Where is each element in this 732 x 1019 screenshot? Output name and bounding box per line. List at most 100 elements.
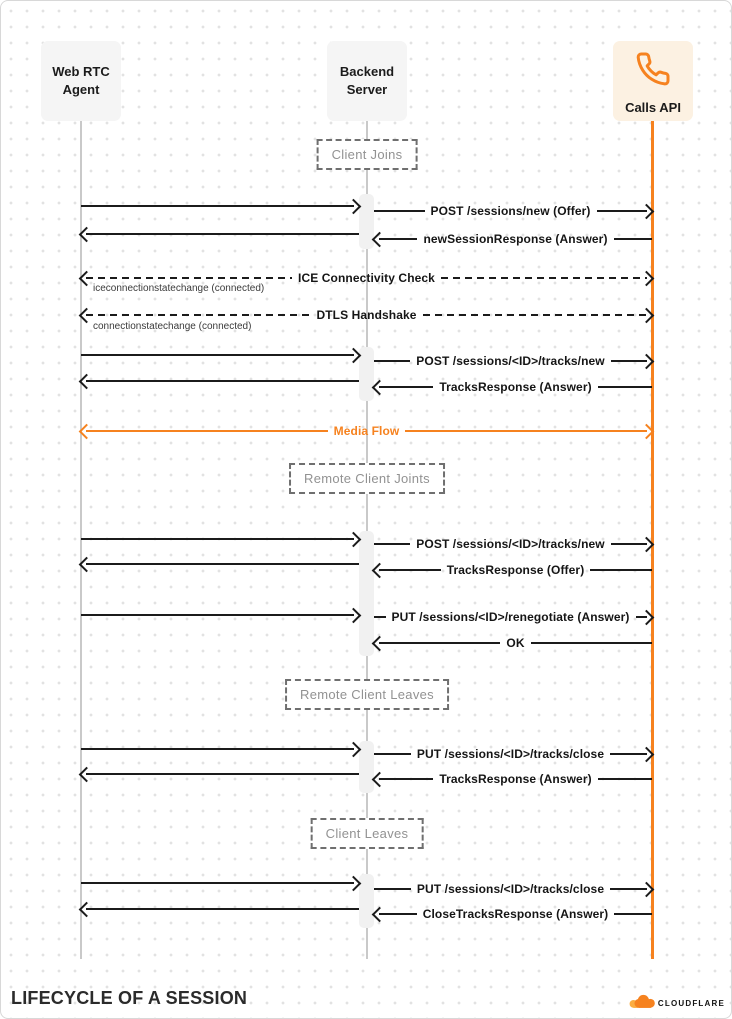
arrowhead-right-icon bbox=[345, 607, 362, 623]
arrow-client-to-backend-3 bbox=[81, 531, 362, 547]
arrowhead-left-icon bbox=[371, 771, 388, 787]
arrowhead-right-icon bbox=[345, 531, 362, 547]
arrowhead-right-icon bbox=[638, 270, 655, 286]
arrowhead-right-icon bbox=[345, 347, 362, 363]
message-line bbox=[81, 537, 354, 541]
arrowhead-right-icon bbox=[638, 423, 655, 439]
arrowhead-left-icon bbox=[371, 562, 388, 578]
arrowhead-right-icon bbox=[638, 203, 655, 219]
activation-bar bbox=[359, 347, 374, 401]
message-line bbox=[374, 359, 411, 363]
actor-label: Web RTC Agent bbox=[52, 64, 110, 97]
message-label: OK bbox=[506, 636, 525, 650]
message-line bbox=[613, 237, 652, 241]
message-tracks-response-answer-1: TracksResponse (Answer) bbox=[371, 379, 653, 395]
arrowhead-right-icon bbox=[638, 307, 655, 323]
arrowhead-left-icon bbox=[78, 423, 95, 439]
message-line bbox=[440, 276, 647, 280]
actor-label: Backend Server bbox=[339, 64, 395, 97]
actor-calls-api: Calls API bbox=[613, 41, 693, 121]
arrowhead-left-icon bbox=[371, 906, 388, 922]
message-put-tracks-close-2: PUT /sessions/<ID>/tracks/close bbox=[374, 881, 655, 897]
note-remote-client-leaves: Remote Client Leaves bbox=[285, 679, 449, 710]
message-line bbox=[610, 359, 648, 363]
activation-bar bbox=[359, 741, 374, 793]
message-line bbox=[86, 313, 311, 317]
message-line bbox=[590, 568, 652, 572]
message-line bbox=[374, 209, 425, 213]
message-line bbox=[374, 752, 411, 756]
note-label: Client Leaves bbox=[325, 826, 409, 841]
message-line bbox=[86, 907, 359, 911]
message-label: POST /sessions/<ID>/tracks/new bbox=[416, 537, 605, 551]
message-label: DTLS Handshake bbox=[316, 308, 417, 322]
arrow-client-to-backend-2 bbox=[81, 347, 362, 363]
message-dtls-handshake: DTLS Handshake bbox=[78, 307, 655, 323]
message-line bbox=[379, 641, 501, 645]
message-line bbox=[405, 429, 648, 433]
message-line bbox=[610, 542, 648, 546]
message-line bbox=[379, 912, 417, 916]
arrowhead-left-icon bbox=[78, 901, 95, 917]
message-ok: OK bbox=[371, 635, 653, 651]
arrowhead-right-icon bbox=[638, 746, 655, 762]
page-title: LIFECYCLE OF A SESSION bbox=[11, 988, 248, 1008]
message-line bbox=[81, 881, 354, 885]
sublabel-connectionstatechange: connectionstatechange (connected) bbox=[93, 321, 252, 332]
message-line bbox=[81, 204, 354, 208]
message-line bbox=[596, 209, 648, 213]
message-line bbox=[374, 542, 411, 546]
message-line bbox=[379, 568, 441, 572]
note-label: Client Joins bbox=[331, 147, 403, 162]
message-post-sessions-new: POST /sessions/new (Offer) bbox=[374, 203, 655, 219]
cloudflare-cloud-icon bbox=[629, 992, 655, 1014]
lifeline-calls-api bbox=[651, 120, 654, 959]
actor-web-rtc-agent: Web RTC Agent bbox=[41, 41, 121, 121]
arrowhead-right-icon bbox=[638, 536, 655, 552]
message-label: POST /sessions/new (Offer) bbox=[430, 204, 591, 218]
arrowhead-right-icon bbox=[345, 875, 362, 891]
arrowhead-left-icon bbox=[78, 766, 95, 782]
message-line bbox=[81, 613, 354, 617]
message-line bbox=[86, 772, 359, 776]
arrowhead-right-icon bbox=[638, 609, 655, 625]
message-line bbox=[597, 385, 653, 389]
message-put-renegotiate: PUT /sessions/<ID>/renegotiate (Answer) bbox=[374, 609, 655, 625]
message-label: Media Flow bbox=[333, 424, 400, 438]
message-line bbox=[635, 615, 648, 619]
message-line bbox=[374, 615, 386, 619]
arrow-backend-to-client-5 bbox=[78, 901, 359, 917]
arrowhead-left-icon bbox=[78, 556, 95, 572]
actor-backend-server: Backend Server bbox=[327, 41, 407, 121]
arrowhead-left-icon bbox=[78, 373, 95, 389]
note-remote-client-joints: Remote Client Joints bbox=[289, 463, 445, 494]
message-line bbox=[379, 237, 418, 241]
message-ice-connectivity-check: ICE Connectivity Check bbox=[78, 270, 655, 286]
message-post-tracks-new-1: POST /sessions/<ID>/tracks/new bbox=[374, 353, 655, 369]
arrowhead-right-icon bbox=[638, 881, 655, 897]
arrowhead-right-icon bbox=[345, 741, 362, 757]
message-media-flow: Media Flow bbox=[78, 423, 655, 439]
message-put-tracks-close-1: PUT /sessions/<ID>/tracks/close bbox=[374, 746, 655, 762]
message-line bbox=[610, 752, 648, 756]
message-label: ICE Connectivity Check bbox=[298, 271, 435, 285]
message-tracks-response-answer-2: TracksResponse (Answer) bbox=[371, 771, 653, 787]
message-tracks-response-offer: TracksResponse (Offer) bbox=[371, 562, 652, 578]
message-label: TracksResponse (Answer) bbox=[439, 772, 592, 786]
message-label: TracksResponse (Offer) bbox=[446, 563, 585, 577]
message-line bbox=[610, 887, 648, 891]
arrow-backend-to-client-2 bbox=[78, 373, 359, 389]
arrowhead-left-icon bbox=[371, 379, 388, 395]
note-client-leaves: Client Leaves bbox=[310, 818, 424, 849]
message-close-tracks-response: CloseTracksResponse (Answer) bbox=[371, 906, 653, 922]
message-label: PUT /sessions/<ID>/tracks/close bbox=[416, 882, 605, 896]
actor-label: Calls API bbox=[625, 99, 681, 115]
arrowhead-left-icon bbox=[78, 226, 95, 242]
message-label: PUT /sessions/<ID>/tracks/close bbox=[416, 747, 605, 761]
arrowhead-right-icon bbox=[345, 198, 362, 214]
arrow-client-to-backend-6 bbox=[81, 875, 362, 891]
cloudflare-wordmark: CLOUDFLARE bbox=[657, 998, 725, 1008]
sublabel-iceconnectionstatechange: iceconnectionstatechange (connected) bbox=[93, 283, 265, 294]
message-label: TracksResponse (Answer) bbox=[439, 380, 592, 394]
